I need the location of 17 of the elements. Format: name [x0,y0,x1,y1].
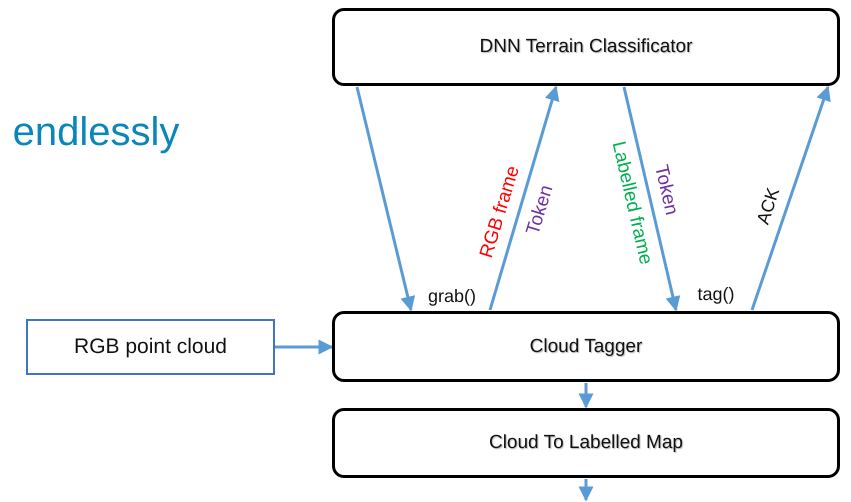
heading-fragment: endlessly [12,112,180,152]
arrow [578,479,594,502]
edge-label: RGB frame [477,164,523,260]
arrow [356,86,416,312]
function-label: tag() [698,285,734,303]
edge-label: ACK [754,186,782,226]
arrow [750,86,831,310]
process-box: Cloud Tagger [332,311,840,382]
arrow [488,86,560,310]
arrow [275,340,334,354]
token-label: Token [524,182,556,238]
arrow [578,383,594,408]
input-box: RGB point cloud [26,319,275,375]
process-box: Cloud To Labelled Map [332,408,840,478]
process-box: DNN Terrain Classificator [332,8,840,86]
arrow [622,86,680,312]
edge-label: grab() [428,287,476,305]
